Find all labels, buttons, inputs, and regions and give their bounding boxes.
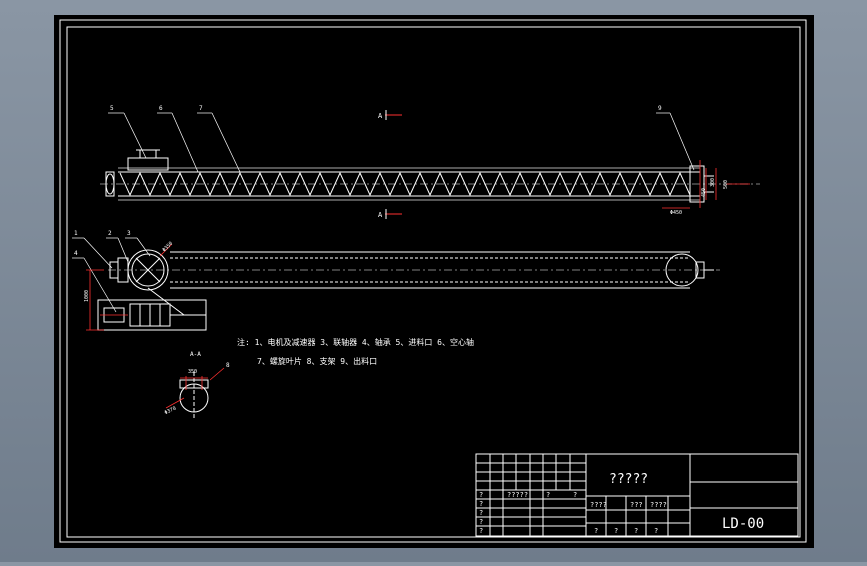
mid-label: ? bbox=[546, 491, 550, 499]
section-mark-top: A bbox=[378, 110, 402, 120]
conveyor-front-view bbox=[97, 249, 714, 331]
callout-9: 9 bbox=[658, 105, 662, 112]
callout-2: 2 bbox=[108, 230, 112, 237]
outer-frame bbox=[59, 19, 807, 543]
callout-7: 7 bbox=[199, 105, 203, 112]
notes-line-1: 注: 1、电机及减速器 3、联轴器 4、轴承 5、进料口 6、空心轴 bbox=[237, 337, 474, 347]
callout-4: 4 bbox=[74, 250, 78, 257]
callout-1: 1 bbox=[74, 230, 78, 237]
callouts-top bbox=[108, 112, 695, 173]
dim-phi450: Φ450 bbox=[670, 210, 682, 216]
callout-3: 3 bbox=[127, 230, 131, 237]
title-block bbox=[475, 453, 799, 537]
mid-label: ????? bbox=[507, 491, 528, 499]
callout-5: 5 bbox=[110, 105, 114, 112]
section-label: A-A bbox=[190, 351, 201, 358]
bottom-label: ? bbox=[614, 527, 618, 535]
title-text: ????? bbox=[609, 472, 648, 487]
right-label: ???? bbox=[650, 501, 667, 509]
dim-300: 300 bbox=[710, 178, 716, 187]
bottom-label: ? bbox=[654, 527, 658, 535]
right-label: ???? bbox=[590, 501, 607, 509]
section-mark-bottom: A bbox=[378, 209, 402, 219]
section-view bbox=[179, 372, 209, 420]
dim-section-350: 350 bbox=[188, 369, 197, 375]
mid-label: ? bbox=[573, 491, 577, 499]
bottom-label: ? bbox=[634, 527, 638, 535]
callouts-side bbox=[72, 237, 151, 313]
section-callout-8: 8 bbox=[226, 362, 230, 369]
dim-500: 500 bbox=[723, 180, 729, 189]
notes-line-2: 7、螺旋叶片 8、支架 9、出料口 bbox=[257, 356, 377, 366]
row-label: ? bbox=[479, 500, 483, 508]
right-label: ??? bbox=[630, 501, 643, 509]
dim-1000: 1000 bbox=[84, 290, 90, 302]
inner-frame bbox=[66, 26, 801, 538]
row-label: ? bbox=[479, 527, 483, 535]
dim-section-phi370: Φ370 bbox=[164, 406, 177, 417]
section-dims bbox=[165, 367, 225, 409]
row-label: ? bbox=[479, 518, 483, 526]
callout-6: 6 bbox=[159, 105, 163, 112]
dimensions-right bbox=[662, 160, 750, 209]
row-label: ? bbox=[479, 491, 483, 499]
dimensions-front bbox=[86, 243, 173, 331]
row-label: ? bbox=[479, 509, 483, 517]
dim-450: 450 bbox=[701, 188, 707, 197]
svg-text:A: A bbox=[378, 211, 383, 219]
bottom-label: ? bbox=[594, 527, 598, 535]
sheet-background bbox=[54, 15, 814, 548]
svg-text:A: A bbox=[378, 112, 383, 120]
drawing-number: LD-00 bbox=[722, 516, 764, 532]
